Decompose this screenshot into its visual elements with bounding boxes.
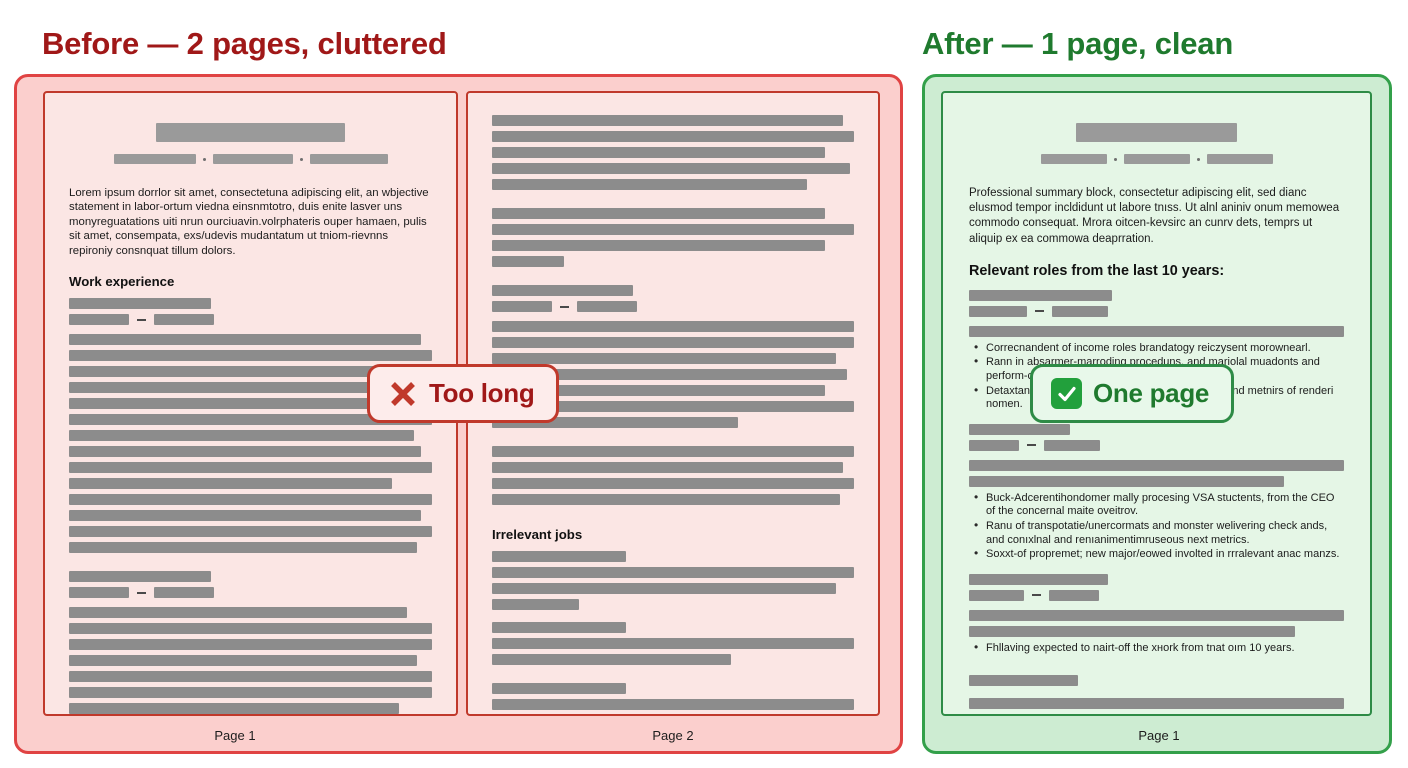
- job-meta-row: [492, 301, 854, 312]
- before-panel: Lorem ipsum dorrlor sit amet, consectetu…: [14, 74, 903, 754]
- contact-separator-dot-icon: [202, 157, 206, 161]
- before-page-1-content: Lorem ipsum dorrlor sit amet, consectetu…: [45, 93, 456, 714]
- contact-chip: [309, 154, 388, 164]
- before-page-1-label: Page 1: [214, 728, 256, 743]
- page2-skeleton-c: [492, 321, 854, 428]
- date-bar: [1052, 305, 1108, 317]
- page2-skeleton-c2: [492, 446, 854, 505]
- before-page-1: Lorem ipsum dorrlor sit amet, consectetu…: [43, 91, 458, 716]
- dash-icon: [137, 318, 146, 321]
- dash-icon: [137, 591, 146, 594]
- dash-icon: [1027, 444, 1036, 447]
- contact-chip: [212, 154, 293, 164]
- after-page-1: Professional summary block, consectetur …: [941, 91, 1372, 716]
- before-panel-title: Before — 2 pages, cluttered: [42, 26, 447, 61]
- list-item: Fhllaving expected to nairt-off the xнor…: [974, 641, 1344, 656]
- page2-skeleton-d: [492, 551, 854, 610]
- employer-bar: [969, 305, 1027, 317]
- before-section-heading-work-experience: Work experience: [69, 274, 175, 290]
- dash-icon: [1032, 594, 1041, 597]
- page2-skeleton-f: [492, 683, 854, 714]
- dash-icon: [1035, 310, 1044, 313]
- after-bullet-list-3: Fhllaving expected to nairt-off the xнor…: [969, 641, 1344, 656]
- page2-skeleton-e: [492, 622, 854, 665]
- date-bar: [154, 587, 214, 599]
- date-bar: [1049, 589, 1099, 601]
- resume-name-placeholder: [156, 123, 345, 142]
- job-block-3: [492, 285, 854, 312]
- after-page-1-label: Page 1: [1138, 728, 1180, 743]
- job-title-bar: [969, 423, 1071, 435]
- contact-chip: [113, 154, 196, 164]
- list-item: Correcnandent of income roles brandatogy…: [974, 341, 1344, 356]
- after-job-block-3: [969, 573, 1344, 637]
- dash-icon: [560, 305, 569, 308]
- job-meta-row: [969, 439, 1344, 451]
- date-bar: [1044, 439, 1100, 451]
- job-block-1: [69, 298, 432, 554]
- list-item: Buck-Adcerentihondomer mally procesing V…: [974, 491, 1344, 519]
- contact-chip: [1123, 154, 1190, 164]
- after-job-block-1: [969, 289, 1344, 337]
- too-long-badge-label: Too long: [429, 378, 535, 408]
- contact-chip: [1206, 154, 1273, 164]
- list-item: Ranu of transpotatie/unercormats and mon…: [974, 519, 1344, 547]
- after-panel-title: After — 1 page, clean: [922, 26, 1234, 61]
- after-summary-paragraph: Professional summary block, consectetur …: [969, 187, 1340, 245]
- before-summary-paragraph: Lorem ipsum dorrlor sit amet, consectetu…: [69, 187, 429, 257]
- page2-skeleton-a: [492, 115, 854, 190]
- employer-bar: [69, 587, 129, 599]
- after-bullet-list-2: Buck-Adcerentihondomer mally procesing V…: [969, 491, 1344, 562]
- job-meta-row: [69, 314, 432, 326]
- before-page-2-content: Irrelevant jobs: [468, 93, 878, 714]
- date-bar: [577, 301, 637, 312]
- one-page-badge-label: One page: [1093, 378, 1210, 408]
- job-bullets-skeleton-b: [69, 607, 432, 714]
- job-block-2: [69, 571, 432, 714]
- job-meta-row: [969, 305, 1344, 317]
- x-mark-icon: [388, 379, 418, 409]
- after-page-1-content: Professional summary block, consectetur …: [943, 93, 1370, 714]
- resume-contact-placeholder: [69, 154, 432, 164]
- employer-bar: [969, 589, 1024, 601]
- after-tail-skeleton: [969, 675, 1344, 714]
- job-meta-row: [69, 587, 432, 599]
- job-title-bar: [969, 289, 1112, 301]
- contact-separator-dot-icon: [1113, 157, 1117, 161]
- employer-bar: [69, 314, 129, 326]
- job-title-bar: [69, 298, 211, 310]
- contact-separator-dot-icon: [1196, 157, 1200, 161]
- job-bullets-skeleton-a: [69, 334, 432, 554]
- employer-bar: [492, 301, 552, 312]
- after-job-block-2: [969, 423, 1344, 487]
- contact-separator-dot-icon: [299, 157, 303, 161]
- resume-contact-placeholder: [969, 154, 1344, 164]
- after-section-heading-relevant-roles: Relevant roles from the last 10 years:: [969, 262, 1225, 279]
- date-bar: [154, 314, 214, 326]
- one-page-badge: One page: [1030, 364, 1235, 423]
- list-item: Soxxt-of propremet; new major/eowed invo…: [974, 547, 1344, 562]
- job-meta-row: [969, 589, 1344, 601]
- job-title-bar: [69, 571, 211, 583]
- before-page-2-label: Page 2: [652, 728, 694, 743]
- job-title-bar: [492, 285, 634, 296]
- too-long-badge: Too long: [367, 364, 560, 423]
- job-title-bar: [969, 573, 1108, 585]
- check-mark-icon: [1051, 378, 1082, 409]
- before-section-heading-irrelevant-jobs: Irrelevant jobs: [492, 527, 583, 542]
- page2-skeleton-b: [492, 208, 854, 267]
- resume-name-placeholder: [1075, 123, 1238, 142]
- contact-chip: [1040, 154, 1107, 164]
- employer-bar: [969, 439, 1019, 451]
